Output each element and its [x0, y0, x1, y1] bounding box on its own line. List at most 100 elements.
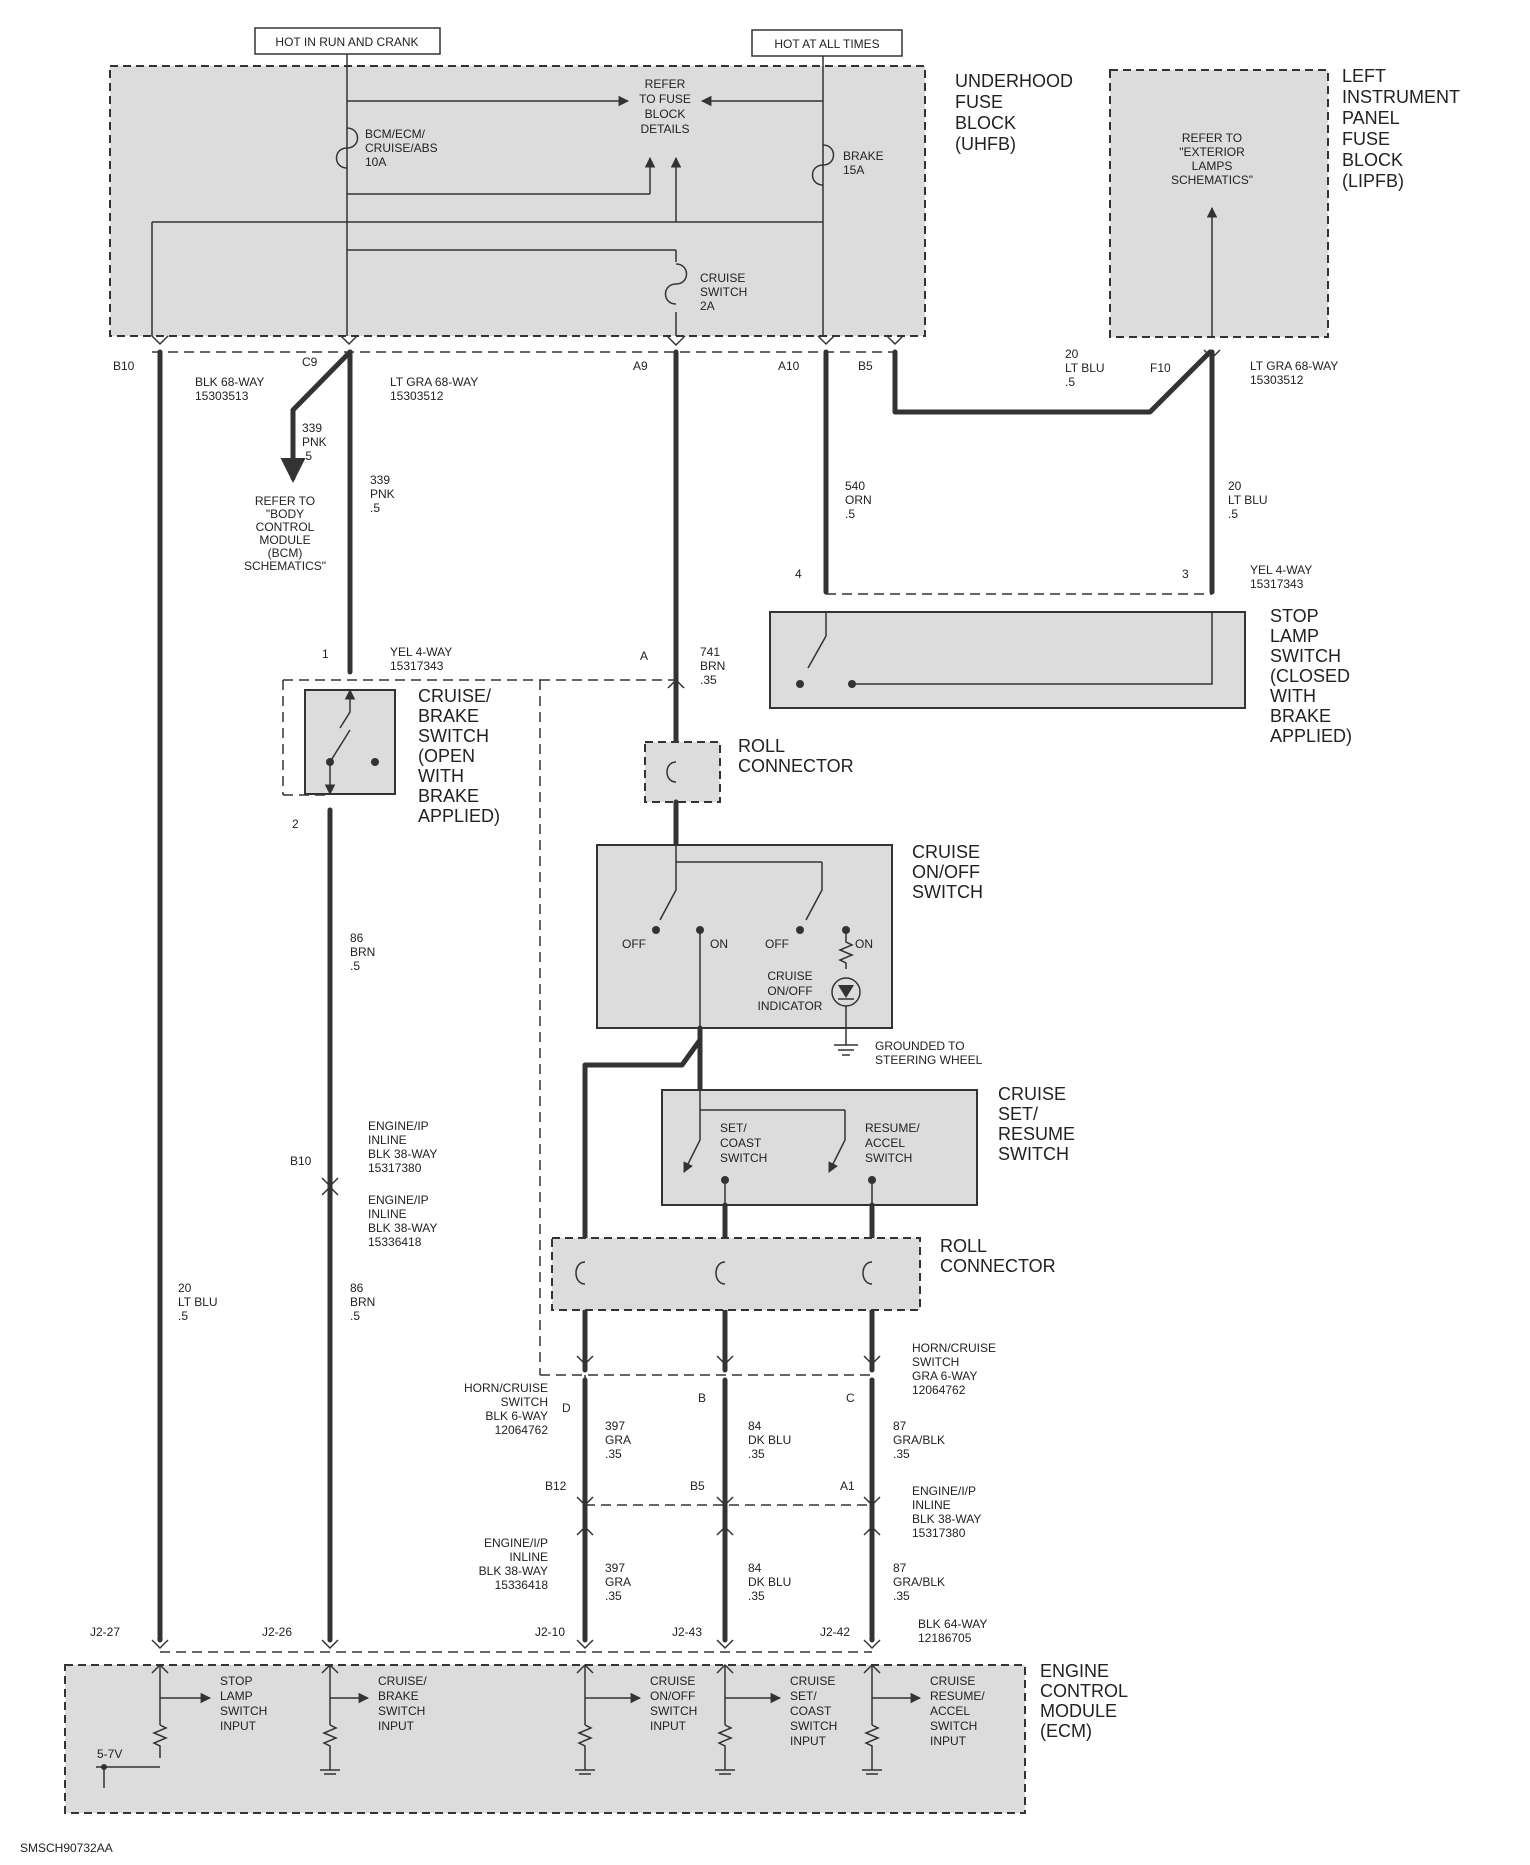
ground-icon	[834, 1044, 858, 1056]
wire-20-lt-blu-lipfb	[892, 349, 1213, 415]
cruise-set-resume-switch	[661, 1089, 978, 1206]
hot-run-crank-label: HOT IN RUN AND CRANK	[275, 35, 418, 49]
svg-text:B5: B5	[690, 1479, 705, 1493]
svg-text:OFF: OFF	[622, 937, 646, 951]
fuse-bcm-ecm-icon	[335, 127, 359, 169]
svg-text:B5: B5	[858, 359, 873, 373]
svg-text:J2-42: J2-42	[820, 1625, 850, 1639]
left-ip-fuse-block	[1109, 69, 1329, 338]
fuse-cruise-switch-icon	[664, 263, 688, 305]
svg-text:B12: B12	[545, 1479, 567, 1493]
svg-text:B10: B10	[113, 359, 135, 373]
svg-text:2: 2	[292, 817, 299, 831]
svg-text:ON: ON	[710, 937, 728, 951]
stop-lamp-switch	[769, 611, 1246, 709]
svg-text:D: D	[562, 1401, 571, 1415]
hot-all-times-label-box	[751, 29, 903, 57]
svg-text:A10: A10	[778, 359, 800, 373]
svg-text:F10: F10	[1150, 361, 1171, 375]
svg-text:4: 4	[795, 567, 802, 581]
fuse-brake-icon	[811, 144, 835, 186]
roll-connector-2	[551, 1237, 921, 1311]
svg-text:C9: C9	[302, 355, 318, 369]
svg-text:ON: ON	[855, 937, 873, 951]
cruise-on-off-switch	[596, 844, 893, 1029]
svg-text:J2-27: J2-27	[90, 1625, 120, 1639]
svg-text:C: C	[846, 1391, 855, 1405]
svg-text:1: 1	[322, 647, 329, 661]
svg-text:A9: A9	[633, 359, 648, 373]
svg-text:B: B	[698, 1391, 706, 1405]
svg-text:A: A	[640, 649, 648, 663]
svg-text:A1: A1	[840, 1479, 855, 1493]
roll-connector-1	[644, 741, 721, 803]
figure-code: SMSCH90732AA	[20, 1841, 113, 1855]
hot-all-times-label: HOT AT ALL TIMES	[774, 37, 879, 51]
hot-run-crank-label-box	[254, 27, 441, 55]
engine-control-module	[64, 1664, 1026, 1814]
svg-text:OFF: OFF	[765, 937, 789, 951]
svg-text:5-7V: 5-7V	[97, 1747, 122, 1761]
svg-text:B10: B10	[290, 1154, 312, 1168]
wire-339-pnk-bcm-branch	[280, 349, 353, 483]
underhood-fuse-block	[109, 65, 926, 337]
svg-text:3: 3	[1182, 567, 1189, 581]
